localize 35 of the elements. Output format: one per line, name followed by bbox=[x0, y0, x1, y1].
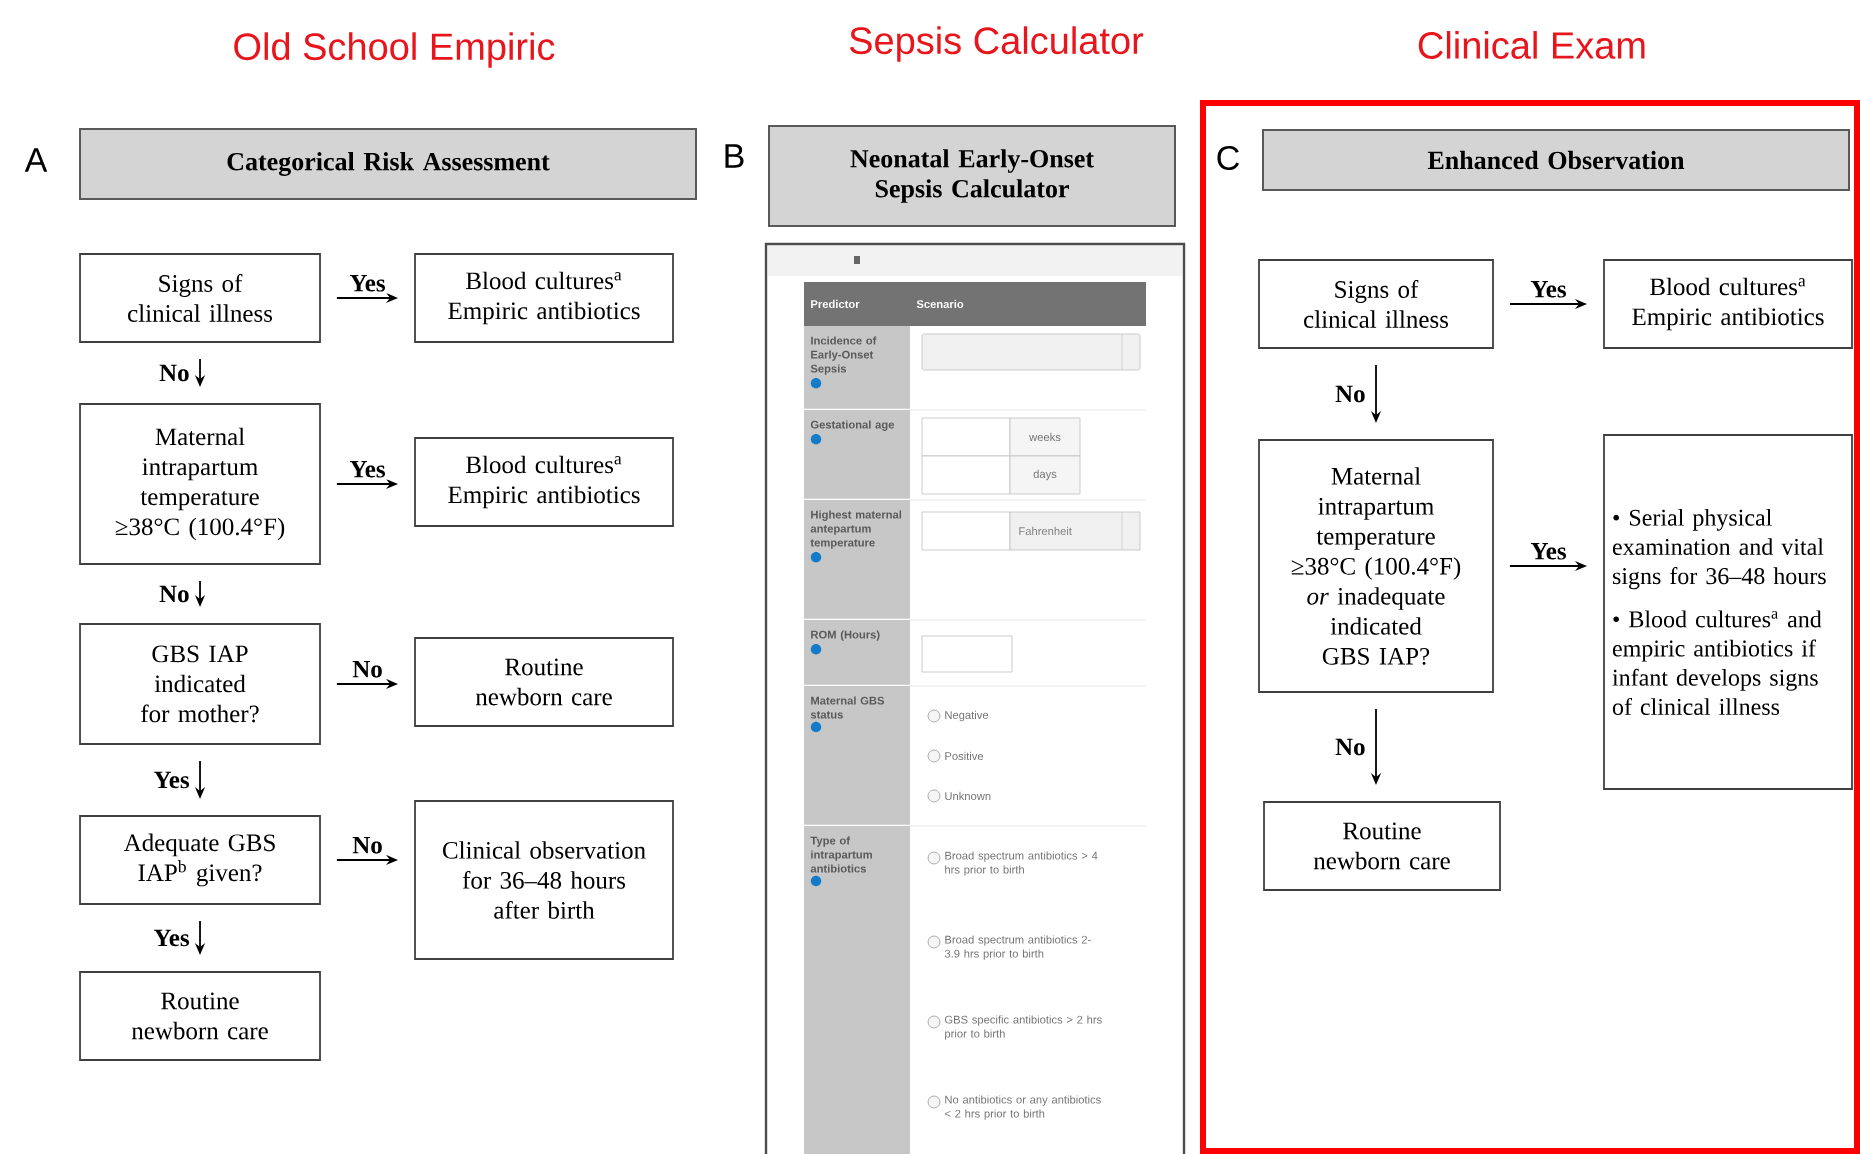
panel-letter: C bbox=[1217, 145, 1239, 171]
flow-box: Signs of clinical illness bbox=[79, 253, 321, 343]
edge-label: Yes bbox=[151, 769, 192, 791]
edge-label: No bbox=[157, 362, 192, 384]
flow-box: Routine newborn care bbox=[79, 971, 321, 1061]
edge-label: Yes bbox=[347, 458, 388, 480]
flow-box: Maternal intrapartum temperature ≥38°C (100.4°F) bbox=[79, 403, 321, 565]
flow-box: Adequate GBS IAP$^{b}$ given? bbox=[79, 815, 321, 905]
flow-box: • Serial physical examination and vital signs for 36–48 hours • Blood cultures$^{a}$ and empiric antibiotics if infant develops signs of clinical illness bbox=[1603, 434, 1853, 790]
edge-label: Yes bbox=[151, 927, 192, 949]
panel-header: Neonatal Early-Onset Sepsis Calculator bbox=[768, 125, 1176, 227]
edge-label: Yes bbox=[1528, 540, 1569, 562]
panel-letter: B bbox=[725, 144, 744, 168]
panel-letter: A bbox=[24, 148, 48, 172]
edge-label: No bbox=[1333, 736, 1368, 758]
panel-title: Clinical Exam bbox=[1418, 31, 1645, 59]
edge-label: No bbox=[350, 834, 385, 856]
edge-label: Yes bbox=[347, 273, 388, 294]
flow-box: Clinical observation for 36–48 hours after birth bbox=[414, 800, 674, 960]
flow-box: Maternal intrapartum temperature ≥38°C (100.4°F) or inadequate indicated GBS IAP? bbox=[1258, 439, 1494, 693]
edge-label: No bbox=[350, 658, 385, 680]
panel-header: Categorical Risk Assessment bbox=[79, 128, 697, 200]
flow-box: Blood cultures$^{a}$ Empiric antibiotics bbox=[1603, 259, 1853, 349]
edge-label: Yes bbox=[1528, 278, 1569, 300]
panel-header: Enhanced Observation bbox=[1262, 129, 1850, 191]
panel-title: Old School Empiric bbox=[234, 32, 555, 68]
flow-box: Blood cultures$^{a}$ Empiric antibiotics bbox=[414, 437, 674, 527]
flow-box: Signs of clinical illness bbox=[1258, 259, 1494, 349]
panel-title: Sepsis Calculator bbox=[849, 26, 1144, 62]
flow-box: Routine newborn care bbox=[1263, 801, 1501, 891]
flow-box: GBS IAP indicated for mother? bbox=[79, 623, 321, 745]
flow-box: Routine newborn care bbox=[414, 637, 674, 727]
flow-box: Blood cultures$^{a}$ Empiric antibiotics bbox=[414, 253, 674, 343]
edge-label: No bbox=[157, 583, 192, 605]
edge-label: No bbox=[1333, 383, 1368, 405]
